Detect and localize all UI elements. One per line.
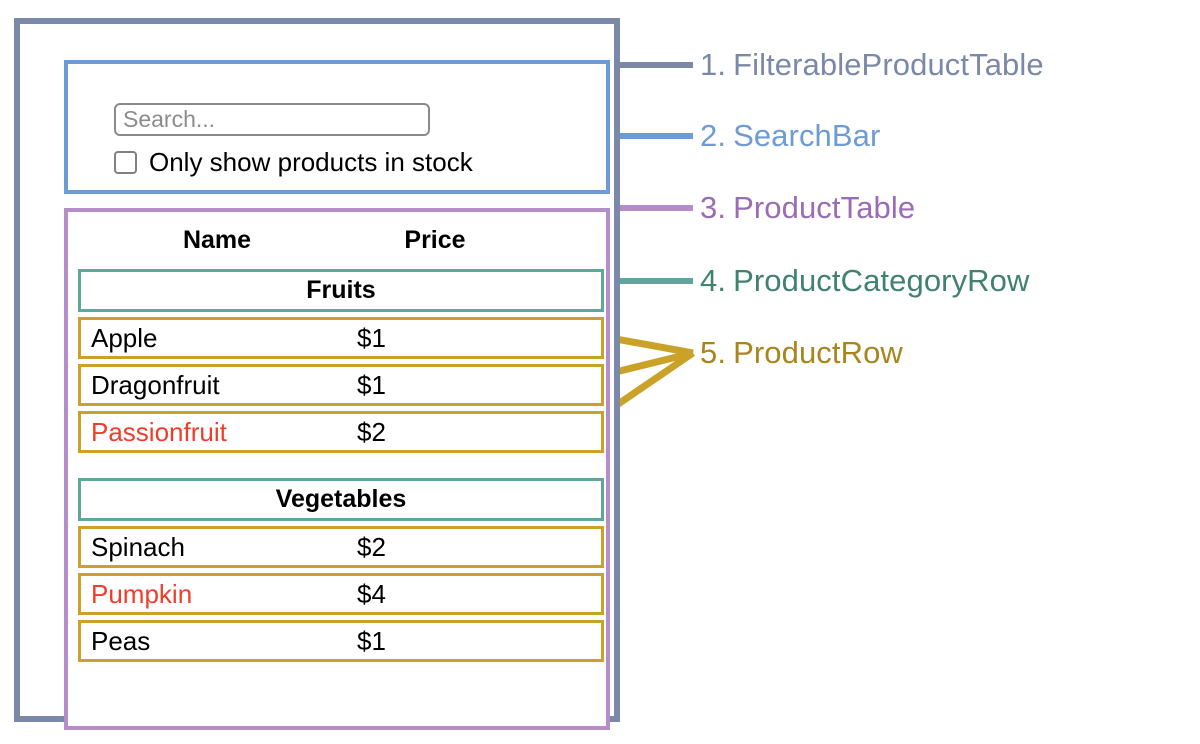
product-category-label: Fruits <box>306 276 376 304</box>
product-price: $2 <box>357 417 386 447</box>
product-category-label: Vegetables <box>275 485 407 513</box>
legend-text: FilterableProductTable <box>733 47 1044 82</box>
product-price: $4 <box>357 579 386 609</box>
legend-number: 5. <box>700 335 727 370</box>
search-bar-frame: Only show products in stock <box>64 60 610 194</box>
product-category-row: Vegetables <box>78 478 604 521</box>
filterable-product-table-frame: Only show products in stock Name Price F… <box>14 18 620 730</box>
search-input[interactable] <box>114 103 430 136</box>
product-category-row: Fruits <box>78 269 604 312</box>
legend-item-product-category-row: 4.ProductCategoryRow <box>700 263 1030 299</box>
product-table-header: Name Price <box>78 220 600 260</box>
product-rows-area: Fruits Apple $1 Dragonfruit $1 Passionfr… <box>78 269 604 667</box>
product-row[interactable]: Spinach $2 <box>78 526 604 568</box>
product-row[interactable]: Apple $1 <box>78 317 604 359</box>
legend-item-product-row: 5.ProductRow <box>700 335 903 371</box>
in-stock-checkbox[interactable] <box>114 150 137 174</box>
in-stock-checkbox-label: Only show products in stock <box>149 147 473 177</box>
legend-text: SearchBar <box>733 118 881 153</box>
product-price: $1 <box>357 370 386 400</box>
product-name: Spinach <box>91 532 185 562</box>
legend-number: 3. <box>700 190 727 225</box>
legend-number: 4. <box>700 263 727 298</box>
in-stock-filter-row[interactable]: Only show products in stock <box>114 148 473 176</box>
product-row[interactable]: Passionfruit $2 <box>78 411 604 453</box>
product-price: $2 <box>357 532 386 562</box>
column-header-name: Name <box>182 226 252 254</box>
legend-number: 1. <box>700 47 727 82</box>
legend-item-filterable-product-table: 1.FilterableProductTable <box>700 47 1044 83</box>
column-header-price: Price <box>404 226 466 254</box>
legend-text: ProductCategoryRow <box>733 263 1030 298</box>
product-name: Peas <box>91 626 151 656</box>
legend-text: ProductTable <box>733 190 916 225</box>
product-price: $1 <box>357 323 386 353</box>
product-price: $1 <box>357 626 386 656</box>
product-table-frame: Name Price Fruits Apple $1 Dragonfruit $… <box>64 208 610 730</box>
product-row[interactable]: Dragonfruit $1 <box>78 364 604 406</box>
legend-text: ProductRow <box>733 335 903 370</box>
legend-number: 2. <box>700 118 727 153</box>
product-name: Dragonfruit <box>91 370 220 400</box>
product-name: Passionfruit <box>91 417 227 447</box>
legend-item-product-table: 3.ProductTable <box>700 190 915 226</box>
product-row[interactable]: Pumpkin $4 <box>78 573 604 615</box>
product-name: Pumpkin <box>91 579 193 609</box>
product-row[interactable]: Peas $1 <box>78 620 604 662</box>
group-spacer <box>78 458 604 478</box>
legend-item-search-bar: 2.SearchBar <box>700 118 880 154</box>
product-name: Apple <box>91 323 158 353</box>
